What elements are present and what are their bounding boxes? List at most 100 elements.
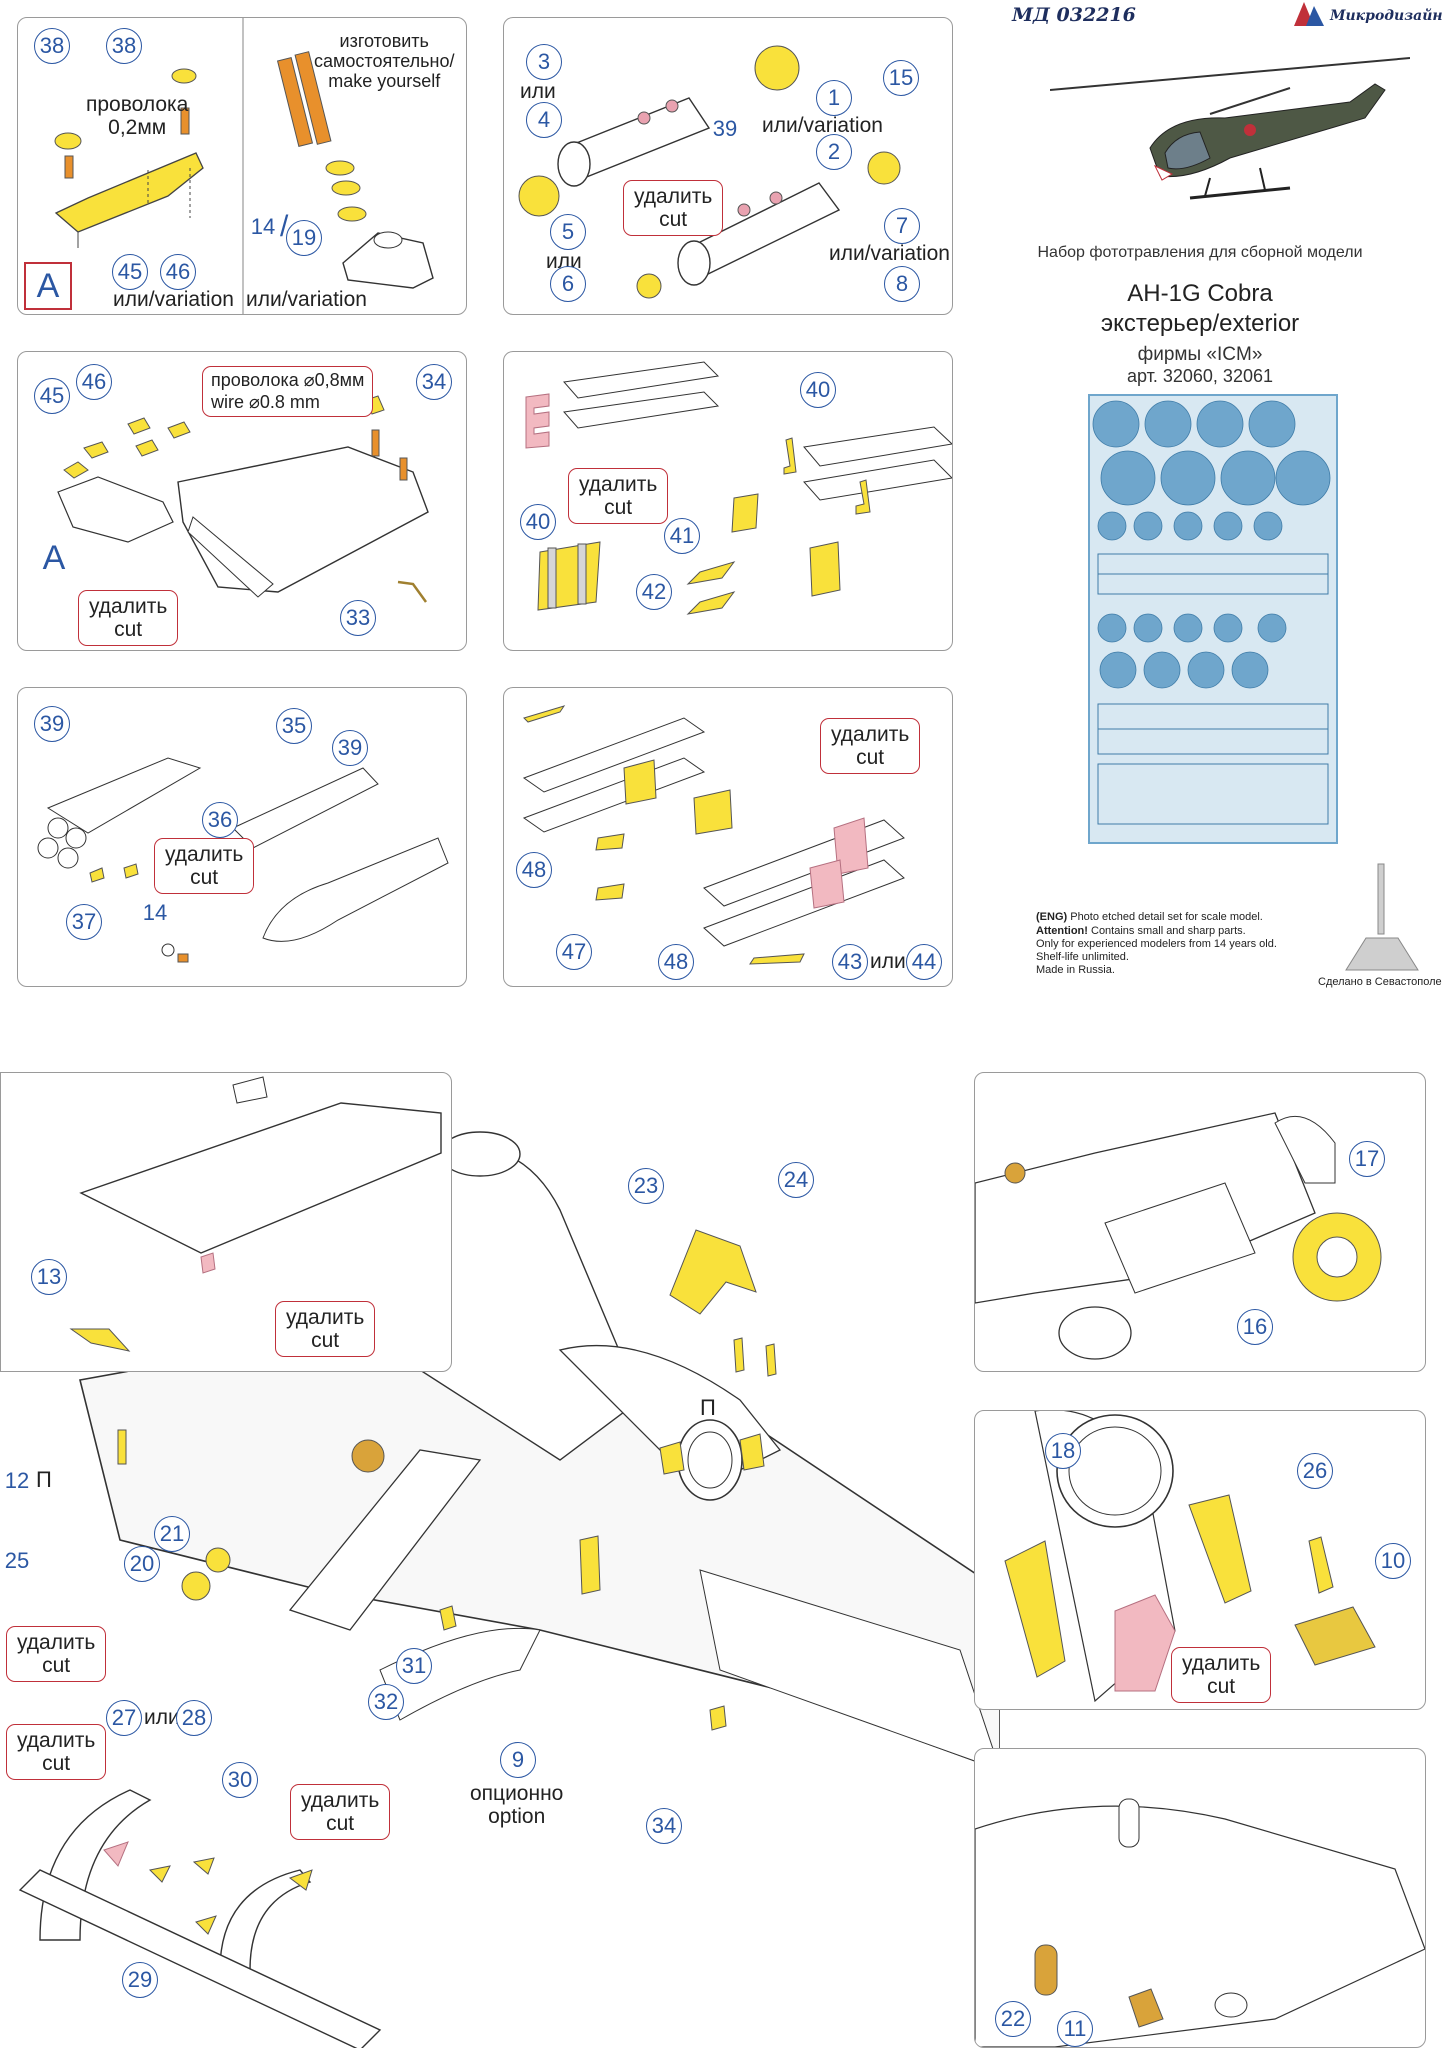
kit-maker: фирмы «ICM»	[1137, 344, 1263, 365]
brand-logo-text: Микродизайн	[1330, 8, 1443, 24]
part-39c-badge: 39	[332, 730, 368, 766]
part-45-badge: 45	[112, 254, 148, 290]
notice-line-2: Attention! Contains small and sharp part…	[1036, 925, 1246, 937]
cut-note-13: удалить cut	[275, 1301, 376, 1358]
wire-0.2-label: проволока 0,2мм	[86, 93, 189, 140]
step-2-drawing	[518, 45, 901, 299]
monument-emblem	[1345, 863, 1419, 971]
notice-line-3: Only for experienced modelers from 14 ye…	[1036, 938, 1277, 950]
option-label: опционно option	[470, 1782, 564, 1829]
cut-note-2: удалить cut	[623, 180, 724, 237]
variation-label-a: или/variation	[113, 288, 234, 311]
step-1-drawing	[54, 18, 244, 314]
part-34-badge: 34	[416, 364, 452, 400]
step-panel-5: 39 35 39 36 удалить cut 37 14	[17, 687, 467, 987]
part-14b-badge: 14	[142, 900, 168, 925]
photo-etch-fret	[1088, 394, 1338, 844]
part-30-badge: 30	[222, 1762, 258, 1798]
part-6-badge: 6	[550, 266, 586, 302]
part-11-badge: 11	[1057, 2011, 1093, 2047]
part-9-badge: 9	[500, 1742, 536, 1778]
part-14-badge: 14	[250, 214, 276, 239]
made-in-sevastopol: Сделано в Севастополе	[1318, 976, 1442, 988]
part-10-badge: 10	[1375, 1543, 1411, 1579]
inset-16-17-drawing	[975, 1112, 1382, 1360]
part-23-badge: 23	[628, 1168, 664, 1204]
model-subtitle: экстерьер/exterior	[1100, 310, 1300, 337]
part-43-badge: 43	[832, 944, 868, 980]
part-48-badge: 48	[516, 852, 552, 888]
notice-eng-text: Photo etched detail set for scale model.	[1067, 911, 1263, 923]
part-39b-badge: 39	[34, 706, 70, 742]
part-18-badge: 18	[1045, 1433, 1081, 1469]
or-label-1: или	[520, 80, 556, 103]
notice-line-1: (ENG) Photo etched detail set for scale …	[1036, 911, 1263, 923]
slash-divider: /	[280, 210, 289, 243]
part-26-badge: 26	[1297, 1453, 1333, 1489]
set-code: МД 032216	[1012, 4, 1136, 26]
part-21-badge: 21	[154, 1516, 190, 1552]
part-40-badge: 40	[800, 372, 836, 408]
part-1-badge: 1	[816, 80, 852, 116]
step-6-drawing	[522, 705, 905, 965]
inset-13-drawing	[69, 1076, 442, 1352]
step-3-drawing	[57, 395, 429, 603]
pi-mark-1: П	[700, 1395, 716, 1420]
helicopter-illustration	[1050, 57, 1410, 200]
or-label-4: или	[144, 1706, 180, 1729]
part-44-badge: 44	[906, 944, 942, 980]
cut-note-6: удалить cut	[820, 718, 921, 775]
part-20-badge: 20	[124, 1546, 160, 1582]
part-16-badge: 16	[1237, 1309, 1273, 1345]
step-5-drawing	[37, 757, 449, 963]
main-fuselage-drawing	[18, 1131, 1000, 2048]
cut-note-5: удалить cut	[154, 838, 255, 895]
set-title: Набор фототравления для сборной модели	[1037, 244, 1363, 261]
part-45b-badge: 45	[34, 378, 70, 414]
part-46-badge: 46	[160, 254, 196, 290]
part-2-badge: 2	[816, 134, 852, 170]
part-24-badge: 24	[778, 1162, 814, 1198]
notice-eng-tag: (ENG)	[1036, 911, 1068, 923]
part-27-badge: 27	[106, 1700, 142, 1736]
part-28-badge: 28	[176, 1700, 212, 1736]
inset-parts-22-11: 22 11	[974, 1748, 1426, 2048]
part-34b-badge: 34	[646, 1808, 682, 1844]
part-39-badge: 39	[712, 116, 738, 141]
part-31-badge: 31	[396, 1648, 432, 1684]
part-47-badge: 47	[556, 934, 592, 970]
part-40b-badge: 40	[520, 504, 556, 540]
inset-22-11-drawing	[975, 1798, 1425, 2047]
variant-a-marker-2: A	[32, 536, 76, 580]
part-29-badge: 29	[122, 1962, 158, 1998]
variation-label-c: или/variation	[762, 114, 883, 137]
brand-logo-icon	[1294, 2, 1324, 26]
wire-0.8-en: wire ⌀0.8 mm	[211, 391, 320, 412]
step-panel-1: 38 38 проволока 0,2мм A 45 46 или/variat…	[17, 17, 467, 315]
part-35-badge: 35	[276, 708, 312, 744]
step-panel-6: удалить cut 48 47 48 43 или 44	[503, 687, 953, 987]
wire-0.8-ru: проволока ⌀0,8мм	[211, 370, 365, 390]
or-label-3: или	[870, 950, 906, 973]
step-4-drawing	[525, 361, 952, 615]
part-38-badge: 38	[34, 28, 70, 64]
kit-article: арт. 32060, 32061	[1127, 366, 1273, 386]
notice-line-5: Made in Russia.	[1036, 964, 1115, 976]
step-panel-4: 40 удалить cut 40 41 42	[503, 351, 953, 651]
model-title: AH-1G Cobra	[1127, 280, 1273, 307]
part-7-badge: 7	[884, 208, 920, 244]
part-36-badge: 36	[202, 802, 238, 838]
cut-note-3: удалить cut	[78, 590, 179, 647]
notice-attention: Attention!	[1036, 925, 1088, 937]
part-42-badge: 42	[636, 574, 672, 610]
part-12-badge: 12	[4, 1468, 30, 1493]
step-panel-2: 3 или 4 1 или/variation 2 15 39 удалить …	[503, 17, 953, 315]
variation-label-b: или/variation	[246, 288, 367, 311]
part-38b-badge: 38	[106, 28, 142, 64]
part-32-badge: 32	[368, 1684, 404, 1720]
part-5-badge: 5	[550, 214, 586, 250]
inset-parts-18-26-10: 18 26 10 удалить cut	[974, 1410, 1426, 1710]
part-33-badge: 33	[340, 600, 376, 636]
